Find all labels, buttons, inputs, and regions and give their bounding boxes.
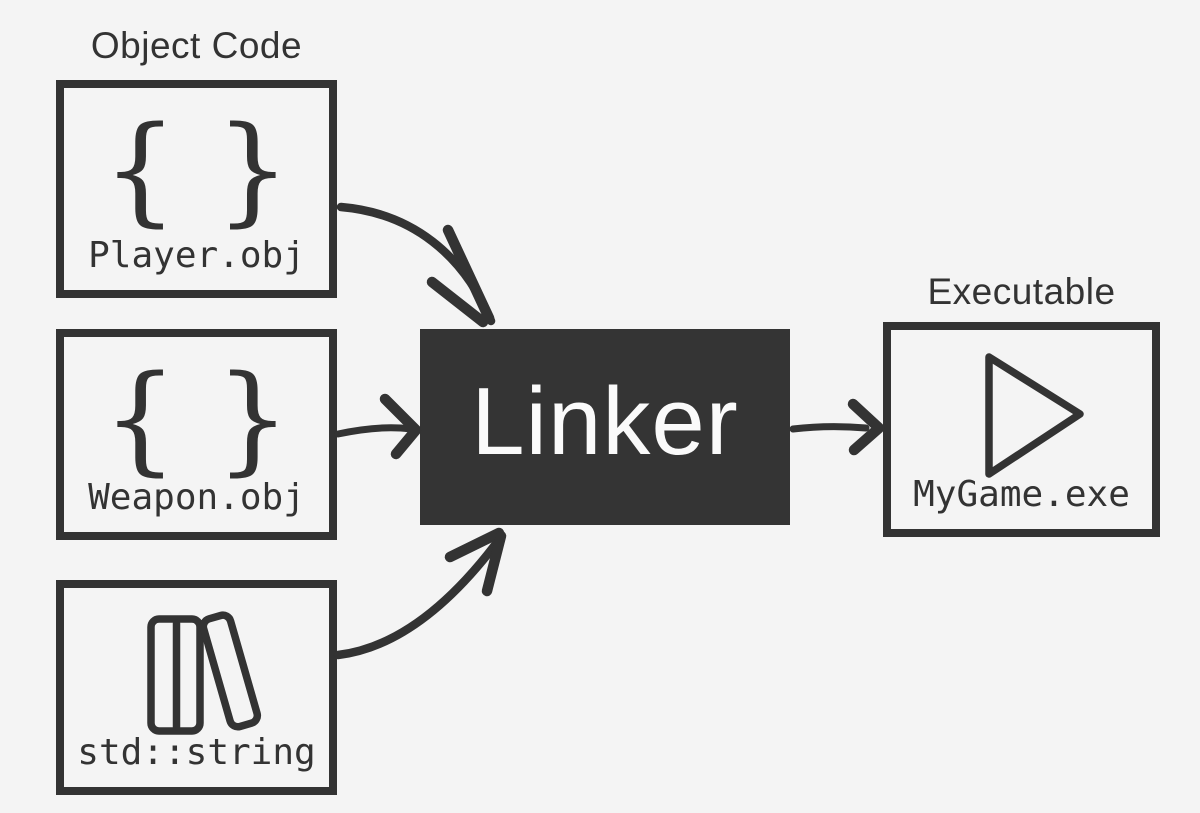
arrow-library-to-linker [333,527,507,660]
arrow-linker-to-executable [789,398,885,456]
play-icon [985,353,1084,478]
executable-box: MyGame.exe [883,322,1160,537]
executable-label: MyGame.exe [913,474,1130,515]
library-label: std::string [77,732,316,773]
library-box-stdstring: std::string [56,580,337,795]
object-file-box-player: { } Player.obj [56,80,337,298]
curly-braces-icon: { } [102,349,291,487]
library-books-icon [147,611,262,735]
linker-box: Linker [420,329,790,525]
object-file-box-weapon: { } Weapon.obj [56,329,337,540]
object-file-label: Player.obj [88,235,305,276]
arrow-player-to-linker [336,202,496,328]
curly-braces-icon: { } [102,100,291,238]
arrow-weapon-to-linker [334,393,422,460]
object-file-label: Weapon.obj [88,477,305,518]
executable-group-label: Executable [927,271,1116,312]
linker-label: Linker [471,368,739,475]
object-code-group-label: Object Code [90,25,303,66]
